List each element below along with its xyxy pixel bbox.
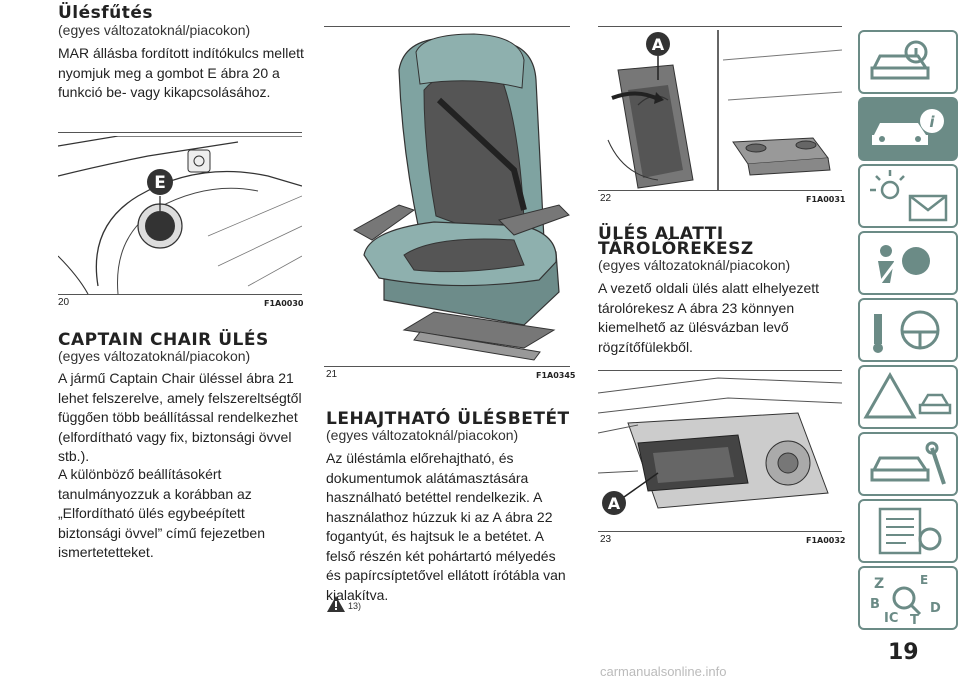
figure-22-label: A [652,35,665,54]
tab-maintenance[interactable] [858,432,958,496]
figure-22-code: F1A0031 [806,195,846,204]
figure-21-top-rule [324,26,570,27]
warning-triangle-icon [327,596,345,612]
svg-text:D: D [930,601,941,616]
page-number: 19 [888,640,919,665]
figure-22-bottom-rule [598,190,842,191]
figure-23-storage-compartment: A [598,373,842,531]
storage-title-line-2: TÁROLÓREKESZ [598,239,754,259]
figure-22-number: 22 [600,193,612,204]
captain-chair-title: CAPTAIN CHAIR ÜLÉS [58,330,269,350]
figure-20-code: F1A0030 [264,299,304,308]
figure-20-seat-heater-button: E [58,136,302,294]
specifications-list-icon [878,507,942,555]
storage-title-line-1: ÜLÉS ALATTI [598,224,724,244]
safety-airbag-icon [878,245,930,284]
figure-23-number: 23 [600,534,612,545]
figure-23-bottom-rule [598,531,842,532]
car-wrench-icon [870,441,946,485]
figure-23-label: A [608,494,621,513]
tab-car-info[interactable] [858,30,958,94]
svg-text:Z: Z [874,576,884,592]
heating-subtitle: (egyes változatoknál/piacokon) [58,22,251,38]
tab-specifications[interactable] [858,499,958,563]
heating-text: MAR állásba fordított indítókulcs mellet… [58,45,304,100]
tab-safety[interactable] [858,231,958,295]
captain-chair-subtitle: (egyes változatoknál/piacokon) [58,348,251,364]
figure-21-number: 21 [326,369,338,380]
figure-20-bottom-rule [58,294,302,295]
figure-22-folding-seatback: A [598,30,842,190]
figure-20-label: E [154,173,166,193]
svg-text:i: i [929,113,935,131]
figure-21-code: F1A0345 [536,371,576,380]
tab-car-dashboard[interactable]: i [858,97,958,161]
alphabetical-index-icon: Z E B D IC T [870,573,941,628]
captain-chair-text-1: A jármű Captain Chair üléssel ábra 21 le… [58,370,302,464]
car-info-icon [870,40,930,80]
storage-text: A vezető oldali ülés alatt elhelyezett t… [598,280,820,355]
folding-insert-subtitle: (egyes változatoknál/piacokon) [326,427,519,443]
folding-insert-text: Az üléstámla előrehajtható, és dokumentu… [326,450,566,603]
svg-text:T: T [910,613,919,628]
tab-driving[interactable] [858,298,958,362]
warning-reference: 13) [348,601,362,611]
car-dashboard-icon: i [872,109,944,145]
folding-insert-title: LEHAJTHATÓ ÜLÉSBETÉT [326,409,570,429]
figure-22-top-rule [598,26,842,27]
watermark: carmanualsonline.info [600,664,727,679]
svg-text:IC: IC [884,611,898,626]
captain-chair-text-2: A különböző beállításokért tanulmányozzu… [58,466,265,560]
figure-20-number: 20 [58,297,70,308]
figure-21-captain-chair [352,33,570,361]
tab-emergency[interactable] [858,365,958,429]
steering-wheel-icon [873,310,940,353]
tab-warning-lights[interactable] [858,164,958,228]
storage-subtitle: (egyes változatoknál/piacokon) [598,257,791,273]
figure-23-top-rule [598,370,842,371]
figure-23-code: F1A0032 [806,536,846,545]
warning-triangle-tab-icon [863,371,952,419]
heating-title: Ülésfűtés [58,3,154,23]
svg-text:E: E [920,573,928,587]
tab-index[interactable]: Z E B D IC T [858,566,958,630]
svg-text:B: B [870,597,880,612]
figure-21-bottom-rule [324,366,570,367]
figure-20-top-rule [58,132,302,133]
warning-lights-icon [870,170,948,222]
